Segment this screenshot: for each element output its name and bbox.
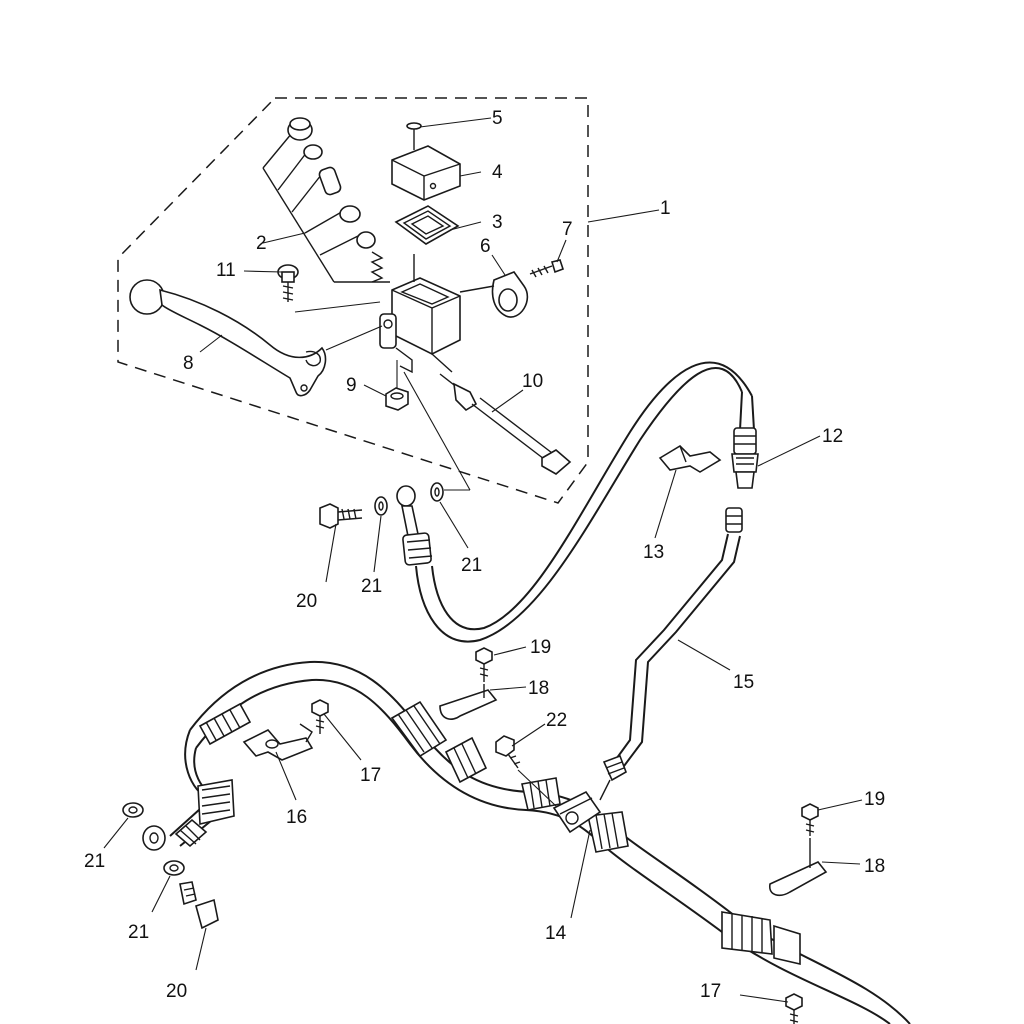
bolt-19b xyxy=(801,803,819,836)
label-part-2: 2 xyxy=(256,233,267,254)
brake-lever-8 xyxy=(129,279,383,397)
joint-12 xyxy=(731,427,759,489)
pivot-bolt-11 xyxy=(277,264,381,313)
master-cylinder-body xyxy=(379,254,461,374)
bolt-7 xyxy=(529,259,565,278)
piston-kit-group xyxy=(262,117,390,283)
label-part-21b: 21 xyxy=(461,555,482,576)
label-part-14: 14 xyxy=(545,923,567,944)
label-part-6: 6 xyxy=(480,236,491,257)
label-part-7: 7 xyxy=(562,219,573,240)
label-part-20a: 20 xyxy=(296,591,317,612)
bolt-22 xyxy=(495,735,557,807)
bolt-17b xyxy=(785,993,803,1024)
lower-banjo xyxy=(122,802,219,930)
clip-13 xyxy=(658,444,722,473)
nut-9 xyxy=(385,360,409,411)
label-part-8: 8 xyxy=(183,353,194,374)
clamp-18b xyxy=(769,838,828,897)
label-part-1: 1 xyxy=(660,198,671,219)
brake-switch-10 xyxy=(439,373,572,475)
clamp-6 xyxy=(459,271,529,318)
label-part-17a: 17 xyxy=(360,765,381,786)
label-part-15: 15 xyxy=(733,672,754,693)
brake-pipe-15 xyxy=(599,507,743,801)
label-part-16: 16 xyxy=(286,807,307,828)
label-part-17b: 17 xyxy=(700,981,721,1002)
label-part-18b: 18 xyxy=(864,856,885,877)
reservoir-cap-4 xyxy=(391,145,461,201)
label-part-5: 5 xyxy=(492,108,503,129)
label-part-22: 22 xyxy=(546,710,567,731)
label-part-20b: 20 xyxy=(166,981,187,1002)
clip-16 xyxy=(242,723,314,761)
label-part-21c: 21 xyxy=(84,851,105,872)
label-part-4: 4 xyxy=(492,162,503,183)
label-part-21a: 21 xyxy=(361,576,382,597)
clamp-18a xyxy=(439,684,498,720)
label-part-13: 13 xyxy=(643,542,664,563)
label-part-10: 10 xyxy=(522,371,543,392)
bolt-19a xyxy=(475,647,493,682)
bolt-17a xyxy=(311,699,329,734)
label-part-18a: 18 xyxy=(528,678,549,699)
label-part-11: 11 xyxy=(216,260,236,281)
diaphragm-3 xyxy=(394,205,460,245)
label-part-19b: 19 xyxy=(864,789,885,810)
lower-hose-assembly xyxy=(169,660,911,1024)
hose-sleeves xyxy=(174,700,801,966)
label-part-12: 12 xyxy=(822,426,843,447)
hose-joint-14 xyxy=(552,790,602,834)
upper-hose-assembly xyxy=(319,361,755,643)
label-part-19a: 19 xyxy=(530,637,551,658)
label-part-3: 3 xyxy=(492,212,503,233)
leader-lines xyxy=(103,117,863,1003)
label-part-21d: 21 xyxy=(128,922,149,943)
label-part-9: 9 xyxy=(346,375,357,396)
screw-5 xyxy=(406,122,422,150)
assembly-boundary xyxy=(117,97,589,504)
